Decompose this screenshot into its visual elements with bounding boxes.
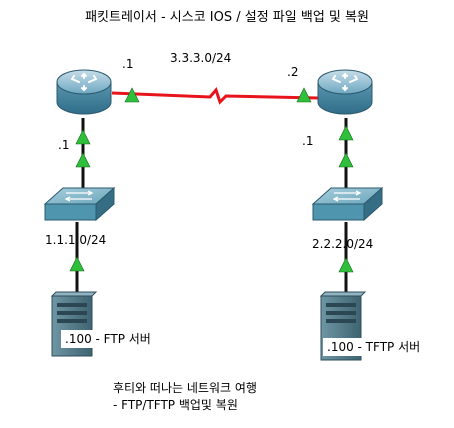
r2-lan-ip-label: .1	[302, 134, 314, 148]
link-up-icon	[75, 152, 91, 168]
left-network-label: 1.1.1.0/24	[45, 233, 107, 247]
router-2[interactable]	[317, 69, 373, 115]
switch-1[interactable]	[43, 186, 116, 222]
switch-2[interactable]	[311, 186, 384, 222]
link-up-icon	[69, 256, 85, 272]
link-up-icon	[338, 125, 354, 141]
right-network-label: 2.2.2.0/24	[312, 237, 374, 251]
r1-lan-ip-label: .1	[58, 138, 70, 152]
ftp-server-label: .100 - FTP 서버	[61, 330, 155, 348]
serial-link	[111, 87, 319, 105]
footer-line-2: - FTP/TFTP 백업및 복원	[113, 398, 238, 412]
link-up-icon	[338, 257, 354, 273]
footer-line-1: 후티와 떠나는 네트워크 여행	[113, 381, 257, 395]
tftp-server-label: .100 - TFTP 서버	[323, 338, 425, 356]
link-up-icon	[338, 152, 354, 168]
r2-wan-ip-label: .2	[287, 65, 299, 79]
r1-wan-ip-label: .1	[122, 57, 134, 71]
link-up-icon	[124, 87, 140, 103]
link-network-label: 3.3.3.0/24	[170, 51, 232, 65]
link-up-icon	[296, 87, 312, 103]
page-title: 패킷트레이서 - 시스코 IOS / 설정 파일 백업 및 복원	[85, 10, 369, 25]
link-up-icon	[75, 129, 91, 145]
footer-note: 후티와 떠나는 네트워크 여행 - FTP/TFTP 백업및 복원	[113, 380, 257, 414]
router-1[interactable]	[56, 69, 112, 115]
